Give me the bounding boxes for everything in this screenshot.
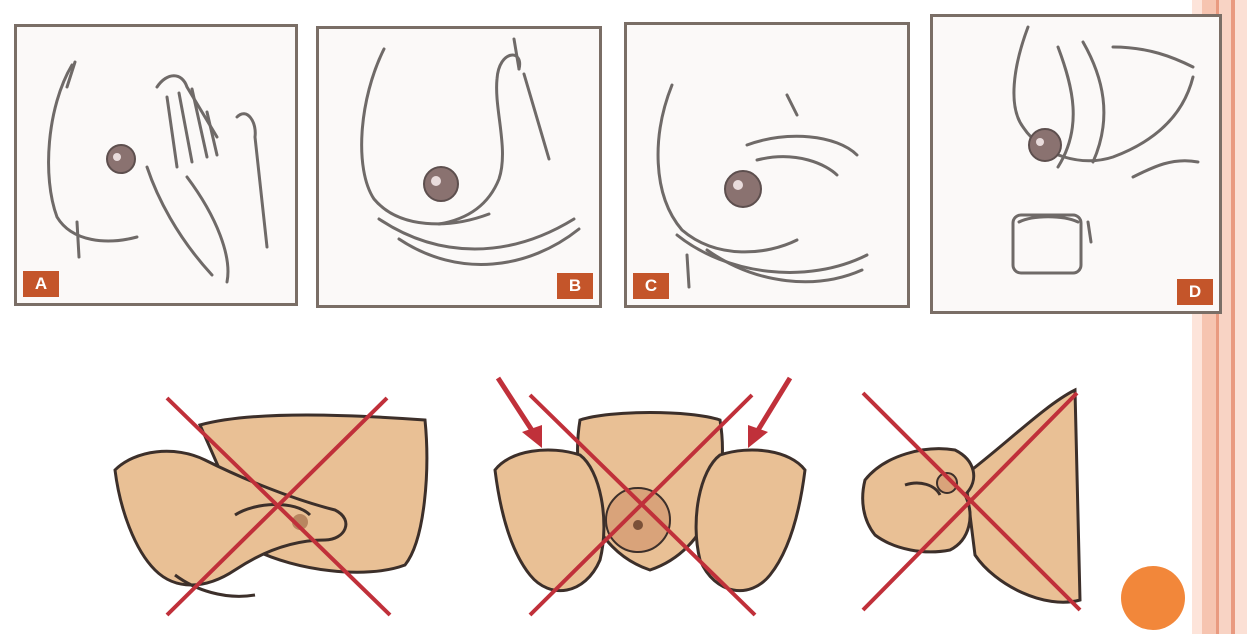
panel-label: C — [633, 273, 669, 299]
arrow-right — [755, 378, 790, 435]
nipple — [1029, 129, 1061, 161]
panel-a: A — [14, 24, 298, 306]
wrong-technique-pull — [855, 385, 1085, 615]
side-stripe-edge — [1235, 0, 1247, 634]
wrong-technique-pinch — [105, 390, 450, 620]
breast-express-sketch — [933, 17, 1219, 311]
breast-compress-sketch — [627, 25, 907, 305]
nipple — [424, 167, 458, 201]
wrong-technique-squeeze — [490, 370, 810, 620]
panel-c: C — [624, 22, 910, 308]
nipple — [725, 171, 761, 207]
slide-accent-dot — [1121, 566, 1185, 630]
panel-b: B — [316, 26, 602, 308]
panel-d: D — [930, 14, 1222, 314]
cup — [1013, 215, 1081, 273]
panel-label: A — [23, 271, 59, 297]
nipple — [107, 145, 135, 173]
breast-hand-sketch — [17, 27, 295, 303]
breast-cupped-sketch — [319, 29, 599, 305]
panel-label: B — [557, 273, 593, 299]
panel-label: D — [1177, 279, 1213, 305]
arrow-left — [498, 378, 535, 435]
